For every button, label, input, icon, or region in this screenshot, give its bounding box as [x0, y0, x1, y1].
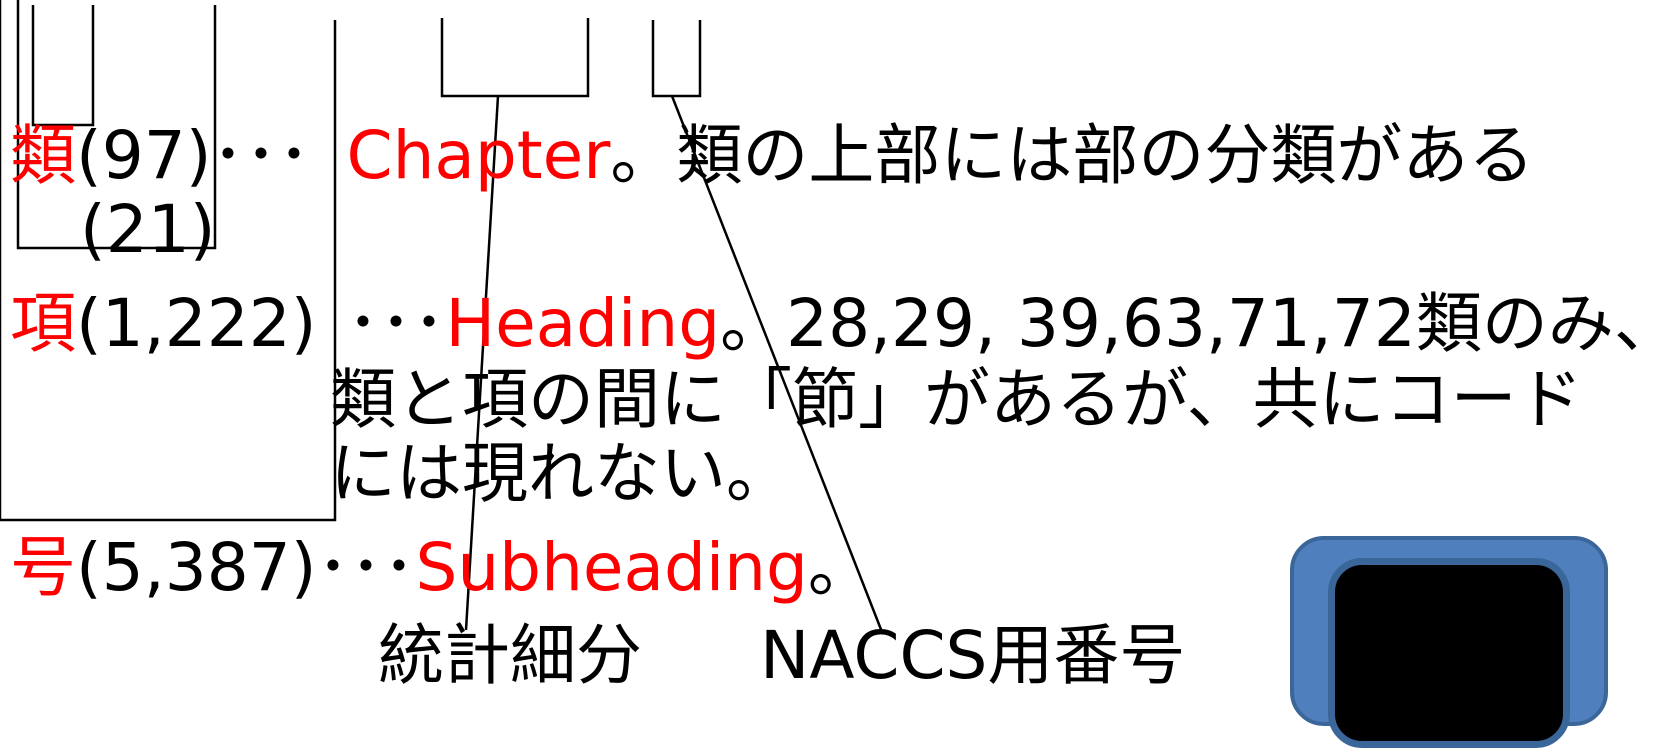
subheading-english: Subheading [415, 529, 808, 606]
statistics-label: 統計細分 [378, 617, 642, 694]
leader-line-statistics [464, 95, 500, 631]
subheading-dots: ･･･ [316, 529, 416, 606]
subheading-count: (5,387) [76, 529, 317, 606]
chapter-row: 類(97)･･･ Chapter。類の上部には部の分類がある [10, 118, 1534, 194]
subheading-term: 号 [10, 529, 76, 606]
chapter-count: (97) [76, 117, 212, 194]
leader-line-naccs [670, 95, 884, 633]
heading-note-line2: 類と項の間に「節」があるが、共にコード [330, 361, 1583, 438]
heading-row: 項(1,222) ･･･Heading。28,29, 39,63,71,72類のみ… [10, 286, 1665, 362]
section-count: (21) [80, 191, 216, 268]
subheading-row: 号(5,387)･･･Subheading。 [10, 530, 874, 606]
code-structure-brackets [0, 0, 884, 633]
bracket-naccs-digit [651, 20, 702, 98]
chapter-english: Chapter [346, 117, 611, 194]
heading-note: 。28,29, 39,63,71,72類のみ、 [720, 285, 1665, 362]
bracket-section-range [16, 0, 217, 250]
bracket-chapter-digits [0, 0, 337, 522]
heading-term: 項 [10, 285, 76, 362]
subheading-note: 。 [807, 529, 874, 606]
heading-dots: ･･･ [346, 285, 446, 362]
chapter-term: 類 [10, 117, 76, 194]
chapter-note: 。類の上部には部の分類がある [610, 117, 1535, 194]
bracket-statistics-digits [440, 18, 590, 98]
bracket-chapter-inner [31, 5, 95, 127]
tablet-device-icon [1290, 536, 1608, 748]
device-screen [1328, 558, 1570, 748]
heading-english: Heading [445, 285, 721, 362]
heading-note-line3: には現れない。 [330, 435, 792, 512]
heading-count: (1,222) [76, 285, 317, 362]
chapter-dots: ･･･ [211, 117, 311, 194]
naccs-label: NACCS用番号 [760, 617, 1186, 694]
